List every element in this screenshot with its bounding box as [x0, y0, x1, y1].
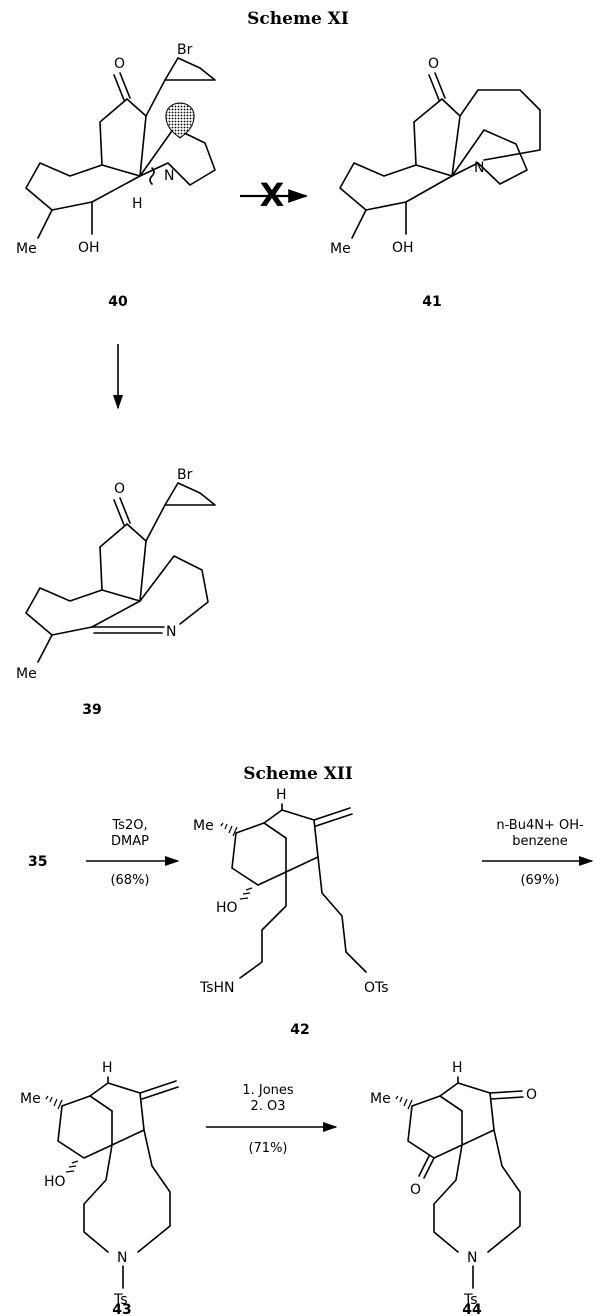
scheme-xi-title: Scheme XI — [247, 9, 349, 29]
compound-42-structure: Me H HO TsHN OTs — [193, 787, 389, 996]
compound-35-label: 35 — [28, 854, 47, 870]
step2-reagent-2: benzene — [512, 834, 568, 849]
step3-reagent-2: 2. O3 — [250, 1099, 285, 1114]
atom-n: N — [164, 168, 174, 184]
compound-39-structure: O Me N Br — [16, 467, 216, 682]
step1-yield: (68%) — [110, 873, 149, 888]
nitrogen-lone-pair — [165, 102, 195, 139]
atom-oh: OH — [392, 240, 414, 256]
atom-n: N — [117, 1250, 127, 1266]
step1-reagent-2: DMAP — [111, 834, 149, 849]
compound-43-label: 43 — [112, 1302, 131, 1316]
step2-reagent-1: n-Bu4N+ OH- — [496, 818, 584, 833]
compound-40-label: 40 — [108, 294, 128, 310]
atom-o: O — [428, 56, 439, 72]
scheme-xii-title: Scheme XII — [243, 764, 353, 784]
step1-reagent-1: Ts2O, — [111, 818, 147, 833]
blocked-mark: X — [260, 176, 285, 214]
atom-h: H — [276, 787, 287, 803]
compound-41-structure: O Me OH N — [330, 56, 541, 257]
atom-br: Br — [177, 42, 193, 58]
step2-yield: (69%) — [520, 873, 559, 888]
atom-ho: HO — [44, 1174, 66, 1190]
atom-me: Me — [16, 241, 37, 257]
atom-tshn: TsHN — [199, 980, 235, 996]
hashed-bond — [220, 822, 238, 837]
atom-h: H — [452, 1060, 463, 1076]
atom-ots: OTs — [364, 980, 389, 996]
atom-me: Me — [20, 1091, 41, 1107]
atom-h: H — [102, 1060, 113, 1076]
atom-br: Br — [177, 467, 193, 483]
atom-me: Me — [193, 818, 214, 834]
atom-ts: Ts — [113, 1292, 128, 1308]
step3-yield: (71%) — [248, 1141, 287, 1156]
atom-o: O — [526, 1087, 537, 1103]
atom-o: O — [114, 56, 125, 72]
compound-39-label: 39 — [82, 702, 101, 718]
atom-ho: HO — [216, 900, 238, 916]
compound-44-label: 44 — [462, 1302, 482, 1316]
compound-40-structure: O Me OH N H Br — [16, 42, 216, 257]
compound-43-structure: Me H HO N Ts — [20, 1060, 179, 1308]
atom-o: O — [114, 481, 125, 497]
atom-me: Me — [370, 1091, 391, 1107]
atom-h: H — [132, 196, 143, 212]
atom-n: N — [474, 160, 484, 176]
compound-44-structure: Me H O O N Ts — [370, 1060, 537, 1308]
atom-o: O — [410, 1182, 421, 1198]
atom-n: N — [467, 1250, 477, 1266]
step3-reagent-1: 1. Jones — [242, 1083, 294, 1098]
atom-me: Me — [330, 241, 351, 257]
atom-me: Me — [16, 666, 37, 682]
atom-n: N — [166, 624, 176, 640]
compound-42-label: 42 — [290, 1022, 309, 1038]
atom-ts: Ts — [463, 1292, 478, 1308]
compound-41-label: 41 — [422, 294, 441, 310]
atom-oh: OH — [78, 240, 100, 256]
